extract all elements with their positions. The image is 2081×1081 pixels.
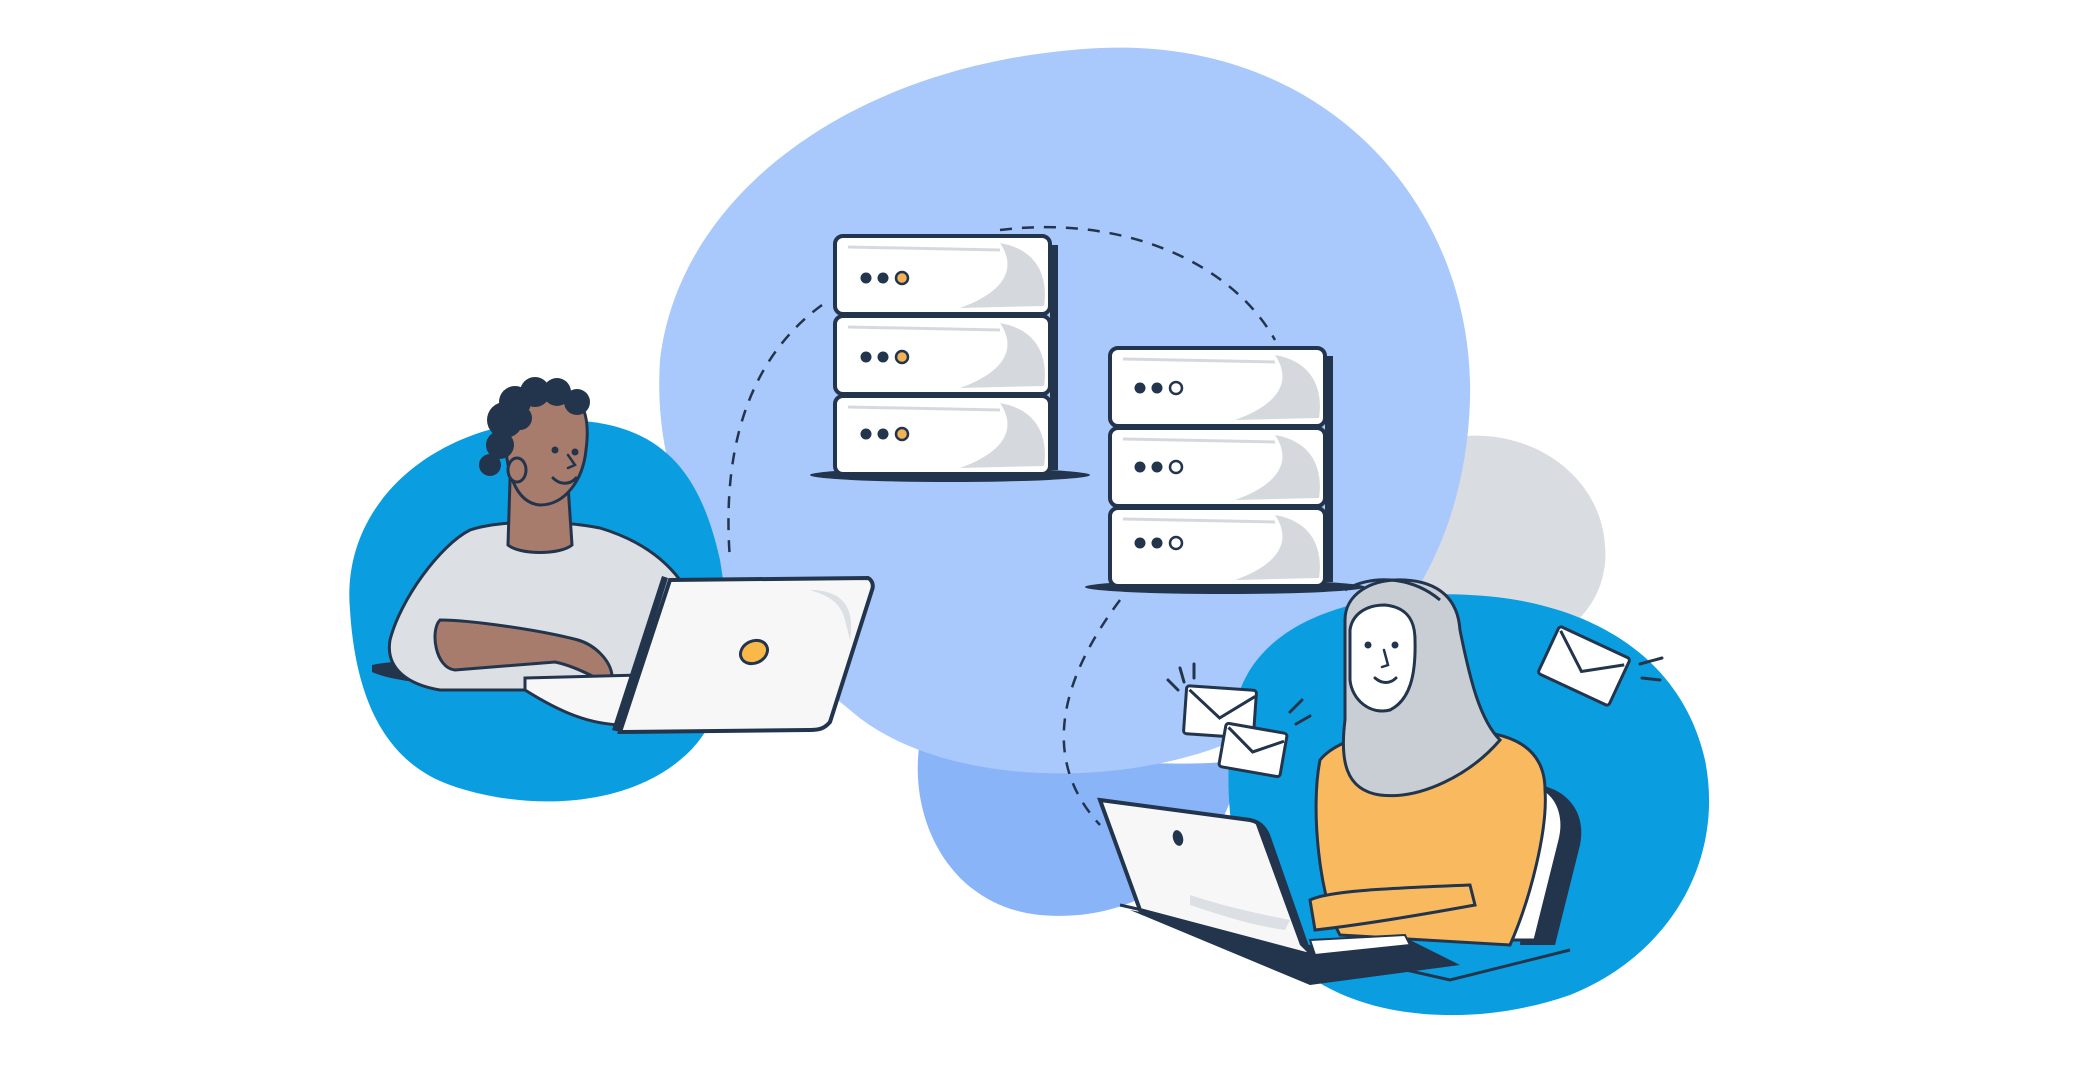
server-left-led-1 [894,270,910,286]
person-right-arm [1308,883,1477,932]
envelope-icon [1537,625,1664,707]
server-right-led-2 [1168,459,1184,475]
server-left-led-2 [894,349,910,365]
server-right-unit-1 [1108,346,1327,428]
server-stack-left [810,234,1090,482]
connection-lines [727,225,1277,826]
server-left-unit-3 [833,394,1052,476]
server-left-unit-1 [833,234,1052,316]
person-left [372,377,875,735]
server-right-led-3 [1168,535,1184,551]
laptop-logo-right [1172,830,1184,846]
dashed-line-left [727,303,823,561]
server-left-unit-2 [833,314,1052,396]
envelope-icon [1217,698,1312,779]
person-left-hair [479,377,590,476]
server-right-led-1 [1168,380,1184,396]
server-right-unit-2 [1108,426,1327,508]
dashed-line-top [999,225,1277,341]
server-left-led-3 [894,426,910,442]
laptop-logo-left [738,638,770,666]
server-stack-right [1085,346,1365,594]
person-right [1096,578,1582,985]
person-right-face [1348,603,1417,713]
server-right-unit-3 [1108,506,1327,588]
